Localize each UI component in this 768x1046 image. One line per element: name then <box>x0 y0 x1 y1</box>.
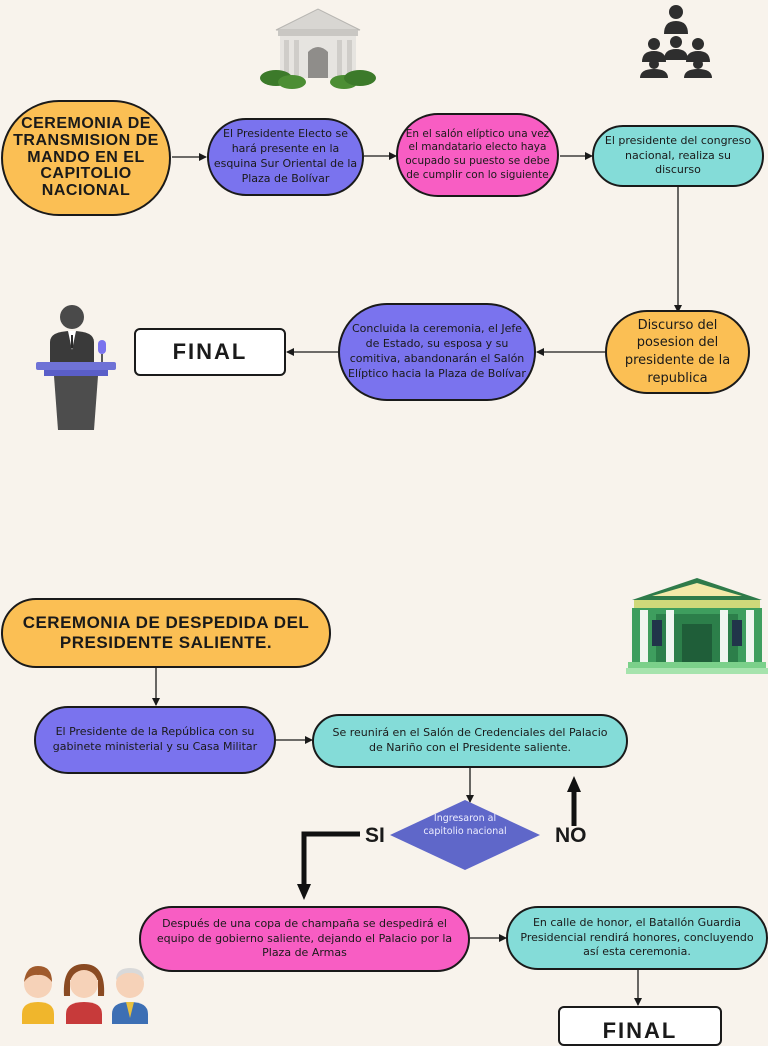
section2-title: CEREMONIA DE DESPEDIDA DEL PRESIDENTE SA… <box>1 598 331 668</box>
section2-step3: Después de una copa de champaña se despe… <box>139 906 470 972</box>
connector-layer <box>152 152 682 1006</box>
palace-building-icon <box>626 578 768 674</box>
section2-step4: En calle de honor, el Batallón Guardia P… <box>506 906 768 970</box>
decision-label: Ingresaron al capitolio nacional <box>423 813 507 837</box>
section1-step1: El Presidente Electo se hará presente en… <box>207 118 364 196</box>
no-label: NO <box>555 824 587 847</box>
capitol-building-icon <box>260 8 376 89</box>
arrow-yes-branch <box>297 831 360 900</box>
people-group-icon <box>22 964 148 1024</box>
section1-final-box: FINAL <box>134 328 286 376</box>
section1-title: CEREMONIA DE TRANSMISION DE MANDO EN EL … <box>1 100 171 216</box>
speaker-podium-icon <box>36 305 116 430</box>
section1-step5: Concluida la ceremonia, el Jefe de Estad… <box>338 303 536 401</box>
section1-step3: El presidente del congreso nacional, rea… <box>592 125 764 187</box>
section1-step2: En el salón elíptico una vez el mandatar… <box>396 113 559 197</box>
section2-step1: El Presidente de la República con su gab… <box>34 706 276 774</box>
section2-final-box: FINAL <box>558 1006 722 1046</box>
audience-icon <box>640 5 712 78</box>
section2-step2: Se reunirá en el Salón de Credenciales d… <box>312 714 628 768</box>
yes-label: SI <box>365 824 385 847</box>
section1-step4: Discurso del posesion del presidente de … <box>605 310 750 394</box>
